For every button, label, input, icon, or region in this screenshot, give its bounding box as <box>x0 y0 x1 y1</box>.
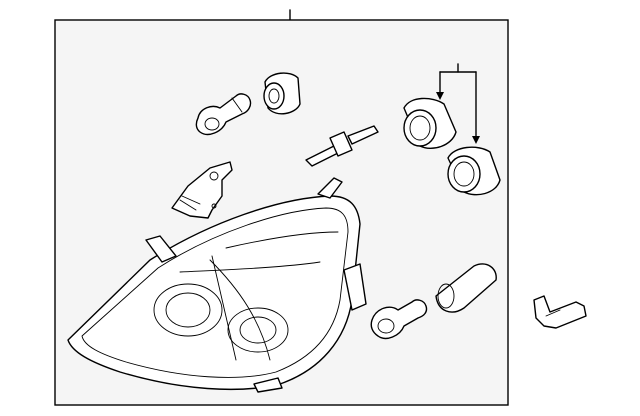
headlamp-housing-icon <box>67 177 367 393</box>
dust-cap-callout <box>436 63 480 144</box>
socket-bracket-icon <box>171 161 233 219</box>
dust-cap-upper-icon <box>403 97 457 150</box>
bulb-lower-icon <box>370 299 428 340</box>
bolt-icon <box>305 125 379 167</box>
dust-cap-lower-icon <box>447 146 501 196</box>
socket-lower-icon <box>435 263 497 313</box>
bulb-icon <box>195 93 252 136</box>
grommet-icon <box>263 72 301 115</box>
socket-outside-icon <box>533 295 587 329</box>
